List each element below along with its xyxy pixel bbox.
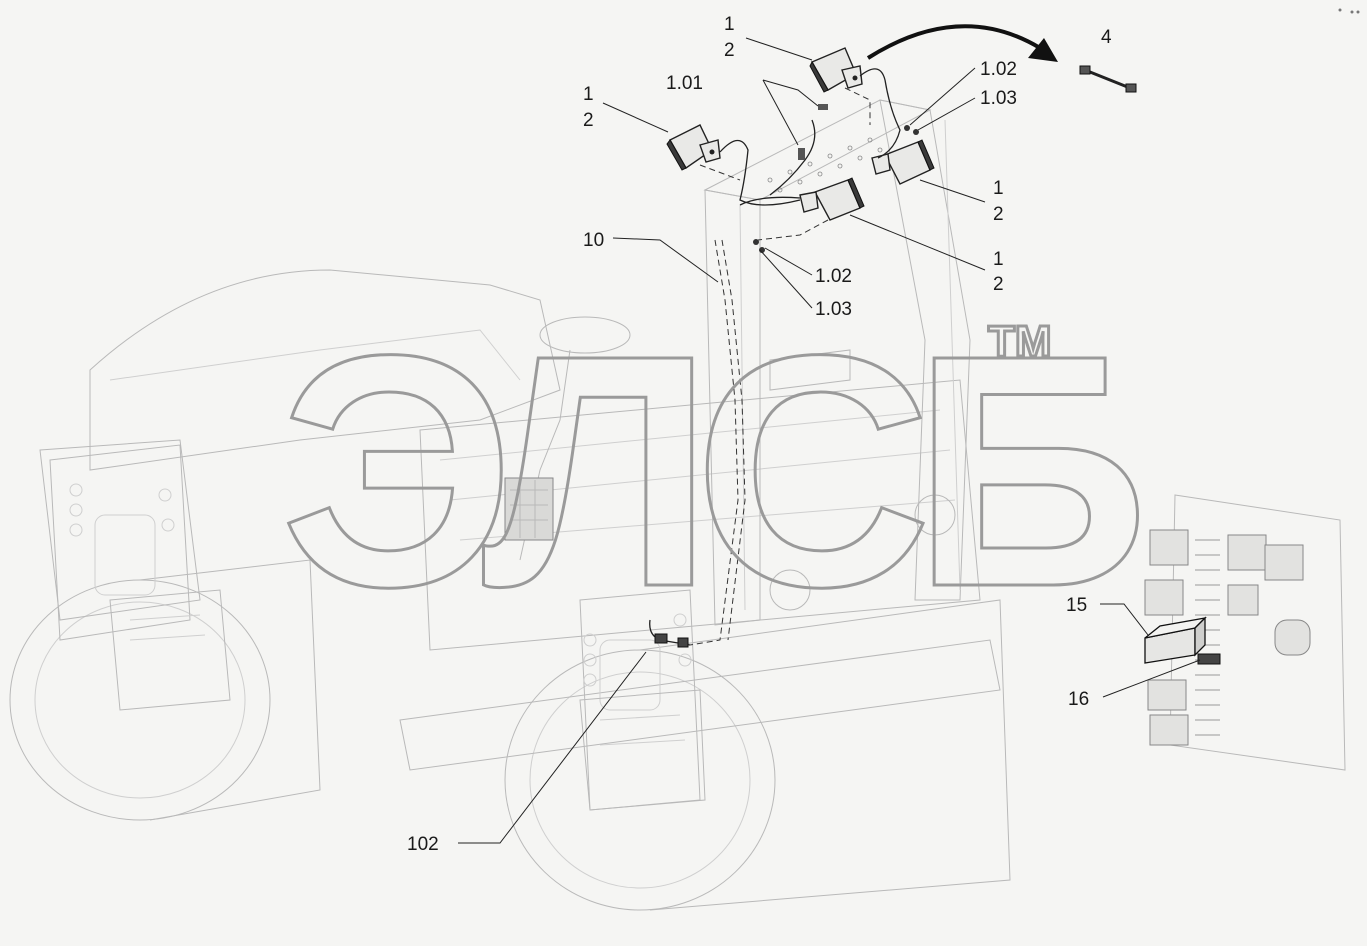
callout-2-right: 2: [993, 204, 1004, 225]
work-light-center: [799, 177, 865, 221]
callout-16: 16: [1068, 689, 1089, 710]
callout-1-top: 1: [724, 14, 735, 35]
light-wiring: [719, 68, 901, 206]
relay-board: [1144, 494, 1346, 771]
callout-1-01: 1.01: [666, 73, 703, 94]
work-light-left: [666, 124, 721, 171]
watermark-text: ЭЛСБ: [280, 286, 1139, 655]
callout-1-03-bottom: 1.03: [815, 299, 852, 320]
detail-arrow: [866, 24, 1058, 62]
fasteners: [753, 104, 919, 253]
callout-1-center: 1: [993, 249, 1004, 270]
callout-1-right: 1: [993, 178, 1004, 199]
leader-lines: [458, 37, 1201, 844]
callout-2-center: 2: [993, 274, 1004, 295]
work-light-top: [809, 47, 863, 93]
callout-1-02-bottom: 1.02: [815, 266, 852, 287]
callout-1-02-top: 1.02: [980, 59, 1017, 80]
cable-item-4: [1079, 65, 1137, 93]
roller-machine-outline: [9, 269, 1011, 911]
connector-item-102: [649, 619, 691, 648]
callout-10: 10: [583, 230, 604, 251]
callout-4: 4: [1101, 27, 1112, 48]
callout-1-left: 1: [583, 84, 594, 105]
callout-2-left: 2: [583, 110, 594, 131]
callout-15: 15: [1066, 595, 1087, 616]
callout-102: 102: [407, 834, 439, 855]
mount-guides: [699, 87, 871, 241]
watermark-tm: TM: [988, 317, 1052, 366]
rops-frame: [689, 99, 971, 646]
callout-2-top: 2: [724, 40, 735, 61]
callout-labels: 1 2 1 2 1.01 1.02 1.03 1 2 1 2 1.02 1.03…: [407, 14, 1112, 855]
corner-mark: [1338, 8, 1360, 14]
work-light-right: [871, 139, 935, 185]
callout-1-03-top: 1.03: [980, 88, 1017, 109]
watermark: ЭЛСБ TM: [279, 285, 1161, 657]
